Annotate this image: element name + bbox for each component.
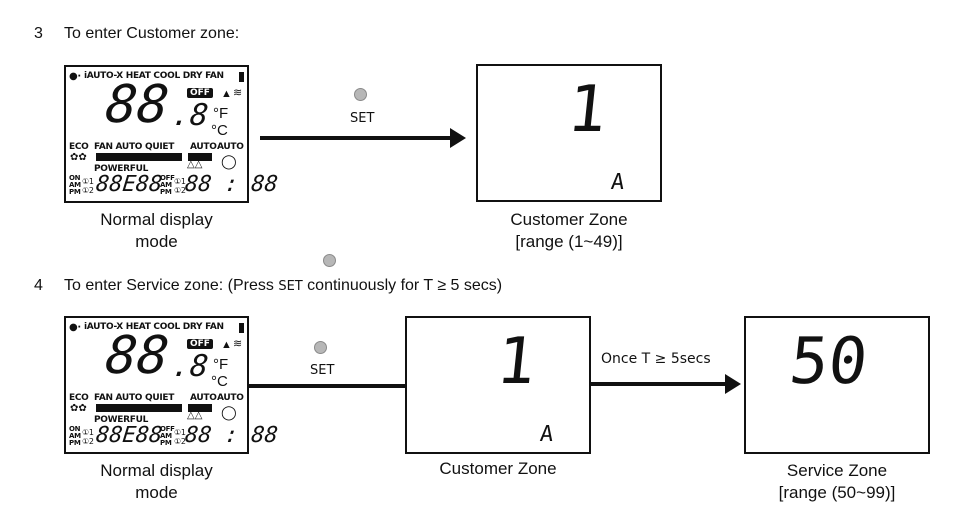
auto-label-2: AUTO xyxy=(217,142,244,152)
swing-bar xyxy=(188,404,212,412)
fan-block-icon xyxy=(239,72,244,82)
line-to-customer-zone xyxy=(249,384,406,388)
horizontal-swing-icon: ◯ xyxy=(221,404,237,420)
arrow-to-service-zone xyxy=(591,382,731,386)
fan-speed-bar xyxy=(96,153,182,161)
eco-label: ECO xyxy=(69,393,89,403)
moon-icon: ●· xyxy=(69,322,81,333)
horizontal-swing-icon: ◯ xyxy=(221,153,237,169)
fan-block-icon xyxy=(239,323,244,333)
step-4-middle-caption: Customer Zone xyxy=(439,459,557,478)
wifi-icon: ≋ xyxy=(233,338,243,350)
timer-digits-right: 88 : 88 xyxy=(183,423,280,448)
zone-sub-indicator: A xyxy=(609,170,626,195)
auto-label-1: AUTO xyxy=(190,142,217,152)
vertical-swing-icon: △△ xyxy=(187,410,203,421)
zone-number: 1 xyxy=(564,73,611,147)
service-zone-display: 50 xyxy=(744,316,930,454)
transition-label: Once T ≥ 5secs xyxy=(601,351,711,367)
mode-labels: iAUTO-X HEAT COOL DRY FAN xyxy=(84,322,224,332)
temperature-digits: 88 xyxy=(102,326,172,386)
temperature-decimal: .8 xyxy=(170,349,211,384)
unit-fahrenheit: °F xyxy=(213,105,229,122)
auto-label-2: AUTO xyxy=(217,393,244,403)
off-badge: OFF xyxy=(187,339,213,349)
set-button-label: SET xyxy=(310,363,335,378)
customer-zone-display-step4: 1 A xyxy=(405,316,591,454)
step-3-title: To enter Customer zone: xyxy=(64,25,240,42)
powerful-label: POWERFUL xyxy=(94,164,149,174)
unit-celsius: °C xyxy=(211,122,228,139)
swing-bar xyxy=(188,153,212,161)
fan-speed-labels: FAN AUTO QUIET xyxy=(94,142,175,152)
leaf-icon: ✿✿ xyxy=(70,403,87,414)
set-button-inline-icon xyxy=(323,254,336,267)
step-4-target-caption: Service Zone[range (50~99)] xyxy=(778,461,896,502)
zone-number: 1 xyxy=(493,325,540,399)
lcd-normal-display: ●· iAUTO-X HEAT COOL DRY FAN 88 .8 OFF ▲… xyxy=(64,65,279,203)
step-4-number: 4 xyxy=(34,277,43,294)
arrowhead-icon xyxy=(725,374,741,394)
powerful-label: POWERFUL xyxy=(94,415,149,425)
eco-label: ECO xyxy=(69,142,89,152)
step-4-title: To enter Service zone: (Press SET contin… xyxy=(64,277,503,294)
wifi-icon: ≋ xyxy=(233,87,243,99)
signal-icon: ▲ xyxy=(221,339,232,351)
set-button-label: SET xyxy=(350,111,375,126)
service-zone-number: 50 xyxy=(786,325,871,399)
unit-fahrenheit: °F xyxy=(213,356,229,373)
timer-digits-right: 88 : 88 xyxy=(183,172,280,197)
vertical-swing-icon: △△ xyxy=(187,159,203,170)
step-3-target-caption: Customer Zone[range (1~49)] xyxy=(510,210,628,251)
temperature-digits: 88 xyxy=(102,75,172,135)
moon-icon: ●· xyxy=(69,71,81,82)
step-3-number: 3 xyxy=(34,25,43,42)
unit-celsius: °C xyxy=(211,373,228,390)
timer-digits-left: 88E88 xyxy=(94,423,164,448)
off-badge: OFF xyxy=(187,88,213,98)
timer-digits-left: 88E88 xyxy=(94,172,164,197)
signal-icon: ▲ xyxy=(221,88,232,100)
temperature-decimal: .8 xyxy=(170,98,211,133)
fan-speed-labels: FAN AUTO QUIET xyxy=(94,393,175,403)
customer-zone-display: 1 A xyxy=(476,64,662,202)
auto-label-1: AUTO xyxy=(190,393,217,403)
leaf-icon: ✿✿ xyxy=(70,152,87,163)
fan-speed-bar xyxy=(96,404,182,412)
mode-labels: iAUTO-X HEAT COOL DRY FAN xyxy=(84,71,224,81)
zone-sub-indicator: A xyxy=(538,422,555,447)
arrow-to-customer-zone xyxy=(260,136,456,140)
set-button-icon[interactable] xyxy=(314,341,327,354)
set-button-icon[interactable] xyxy=(354,88,367,101)
lcd-normal-display-step4: ●· iAUTO-X HEAT COOL DRY FAN 88 .8 OFF ▲… xyxy=(64,316,279,454)
arrowhead-icon xyxy=(450,128,466,148)
